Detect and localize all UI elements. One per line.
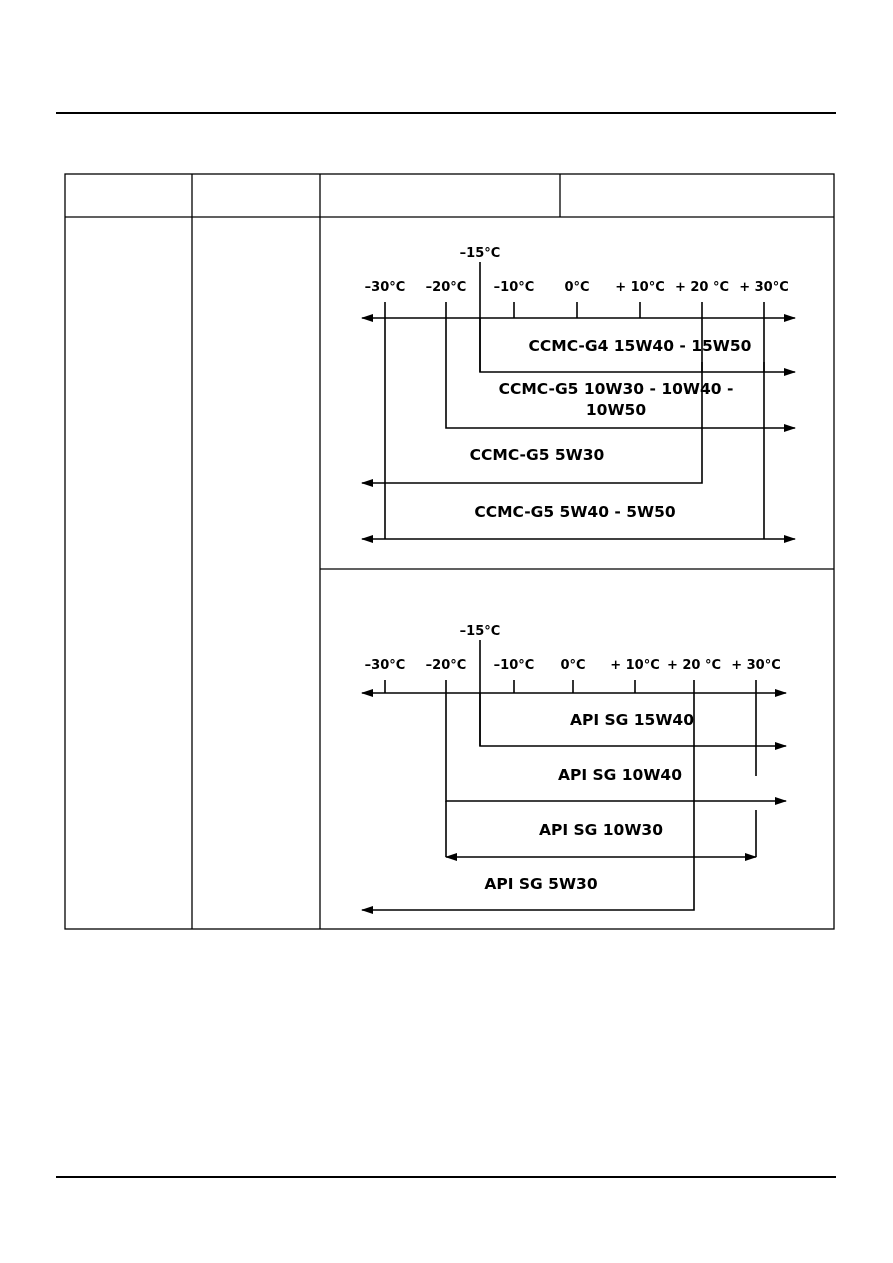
range-label-api-10w40: API SG 10W40 — [558, 766, 682, 784]
range-label-ccmc-g5-10w-line1: CCMC-G5 10W30 - 10W40 - — [499, 380, 734, 398]
tick-label-0: 0°C — [560, 658, 585, 673]
header-rule — [56, 112, 836, 114]
tick-label-minus-10: –10°C — [494, 280, 535, 295]
reference-temp-label: –15°C — [460, 246, 501, 261]
range-ccmc-g5-10w — [445, 302, 796, 432]
tick-label-plus-30: + 30°C — [731, 658, 781, 673]
range-ccmc-g4 — [479, 318, 796, 376]
tick-label-minus-10: –10°C — [494, 658, 535, 673]
tick-label-0: 0°C — [564, 280, 589, 295]
range-label-api-15w40: API SG 15W40 — [570, 711, 694, 729]
tick-label-minus-30: –30°C — [365, 280, 406, 295]
tick-label-plus-10: + 10°C — [615, 280, 665, 295]
table-outline — [64, 173, 835, 930]
range-label-ccmc-g5-10w-line2: 10W50 — [586, 401, 646, 419]
range-label-api-5w30: API SG 5W30 — [484, 875, 597, 893]
range-label-ccmc-g4: CCMC-G4 15W40 - 15W50 — [529, 337, 752, 355]
tick-label-minus-20: –20°C — [426, 658, 467, 673]
reference-temp-label: –15°C — [460, 624, 501, 639]
footer-rule — [56, 1176, 836, 1178]
tick-label-plus-20: + 20 °C — [675, 280, 729, 295]
tick-label-plus-30: + 30°C — [739, 280, 789, 295]
range-api-5w30 — [361, 680, 695, 914]
tick-label-plus-20: + 20 °C — [667, 658, 721, 673]
range-ccmc-g5-5w30 — [361, 318, 703, 487]
range-label-ccmc-g5-5w40: CCMC-G5 5W40 - 5W50 — [474, 503, 676, 521]
tick-label-minus-30: –30°C — [365, 658, 406, 673]
range-api-15w40 — [479, 693, 787, 750]
tick-label-plus-10: + 10°C — [610, 658, 660, 673]
tick-label-minus-20: –20°C — [426, 280, 467, 295]
range-label-api-10w30: API SG 10W30 — [539, 821, 663, 839]
range-label-ccmc-g5-5w30: CCMC-G5 5W30 — [470, 446, 605, 464]
